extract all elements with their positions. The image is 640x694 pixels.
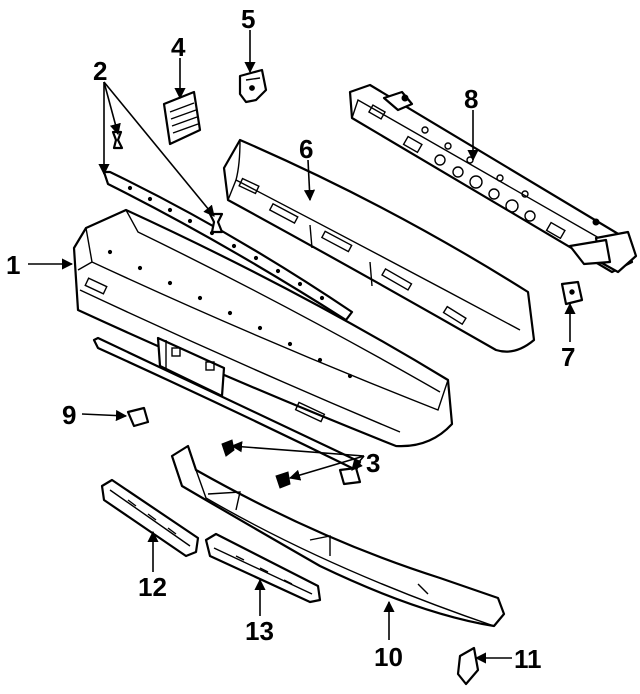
- clip: [126, 406, 150, 428]
- callout-7: 7: [561, 342, 575, 372]
- callout-12: 12: [138, 572, 167, 602]
- lower-valance-right: [204, 532, 322, 604]
- callout-1: 1: [6, 250, 20, 280]
- mounting-bracket: [238, 68, 268, 104]
- callout-8: 8: [464, 84, 478, 114]
- callout-9: 9: [62, 400, 76, 430]
- callout-2: 2: [93, 56, 107, 86]
- bumper-cover: [72, 208, 454, 448]
- callout-4: 4: [171, 32, 186, 62]
- license-bracket: [162, 90, 202, 146]
- small-bracket: [560, 280, 584, 306]
- callout-5: 5: [241, 4, 255, 34]
- upper-molding-strip: [102, 130, 354, 322]
- callout-13: 13: [245, 616, 274, 646]
- corner-bracket: [456, 646, 480, 686]
- callout-3: 3: [366, 448, 380, 478]
- energy-absorber: [222, 138, 536, 353]
- reinforcement-bar: [348, 83, 638, 274]
- leader-lines: [28, 30, 576, 664]
- air-dam: [170, 444, 506, 628]
- callout-6: 6: [299, 134, 313, 164]
- lower-valance-left: [100, 478, 200, 558]
- callout-10: 10: [374, 642, 403, 672]
- callout-11: 11: [514, 644, 542, 674]
